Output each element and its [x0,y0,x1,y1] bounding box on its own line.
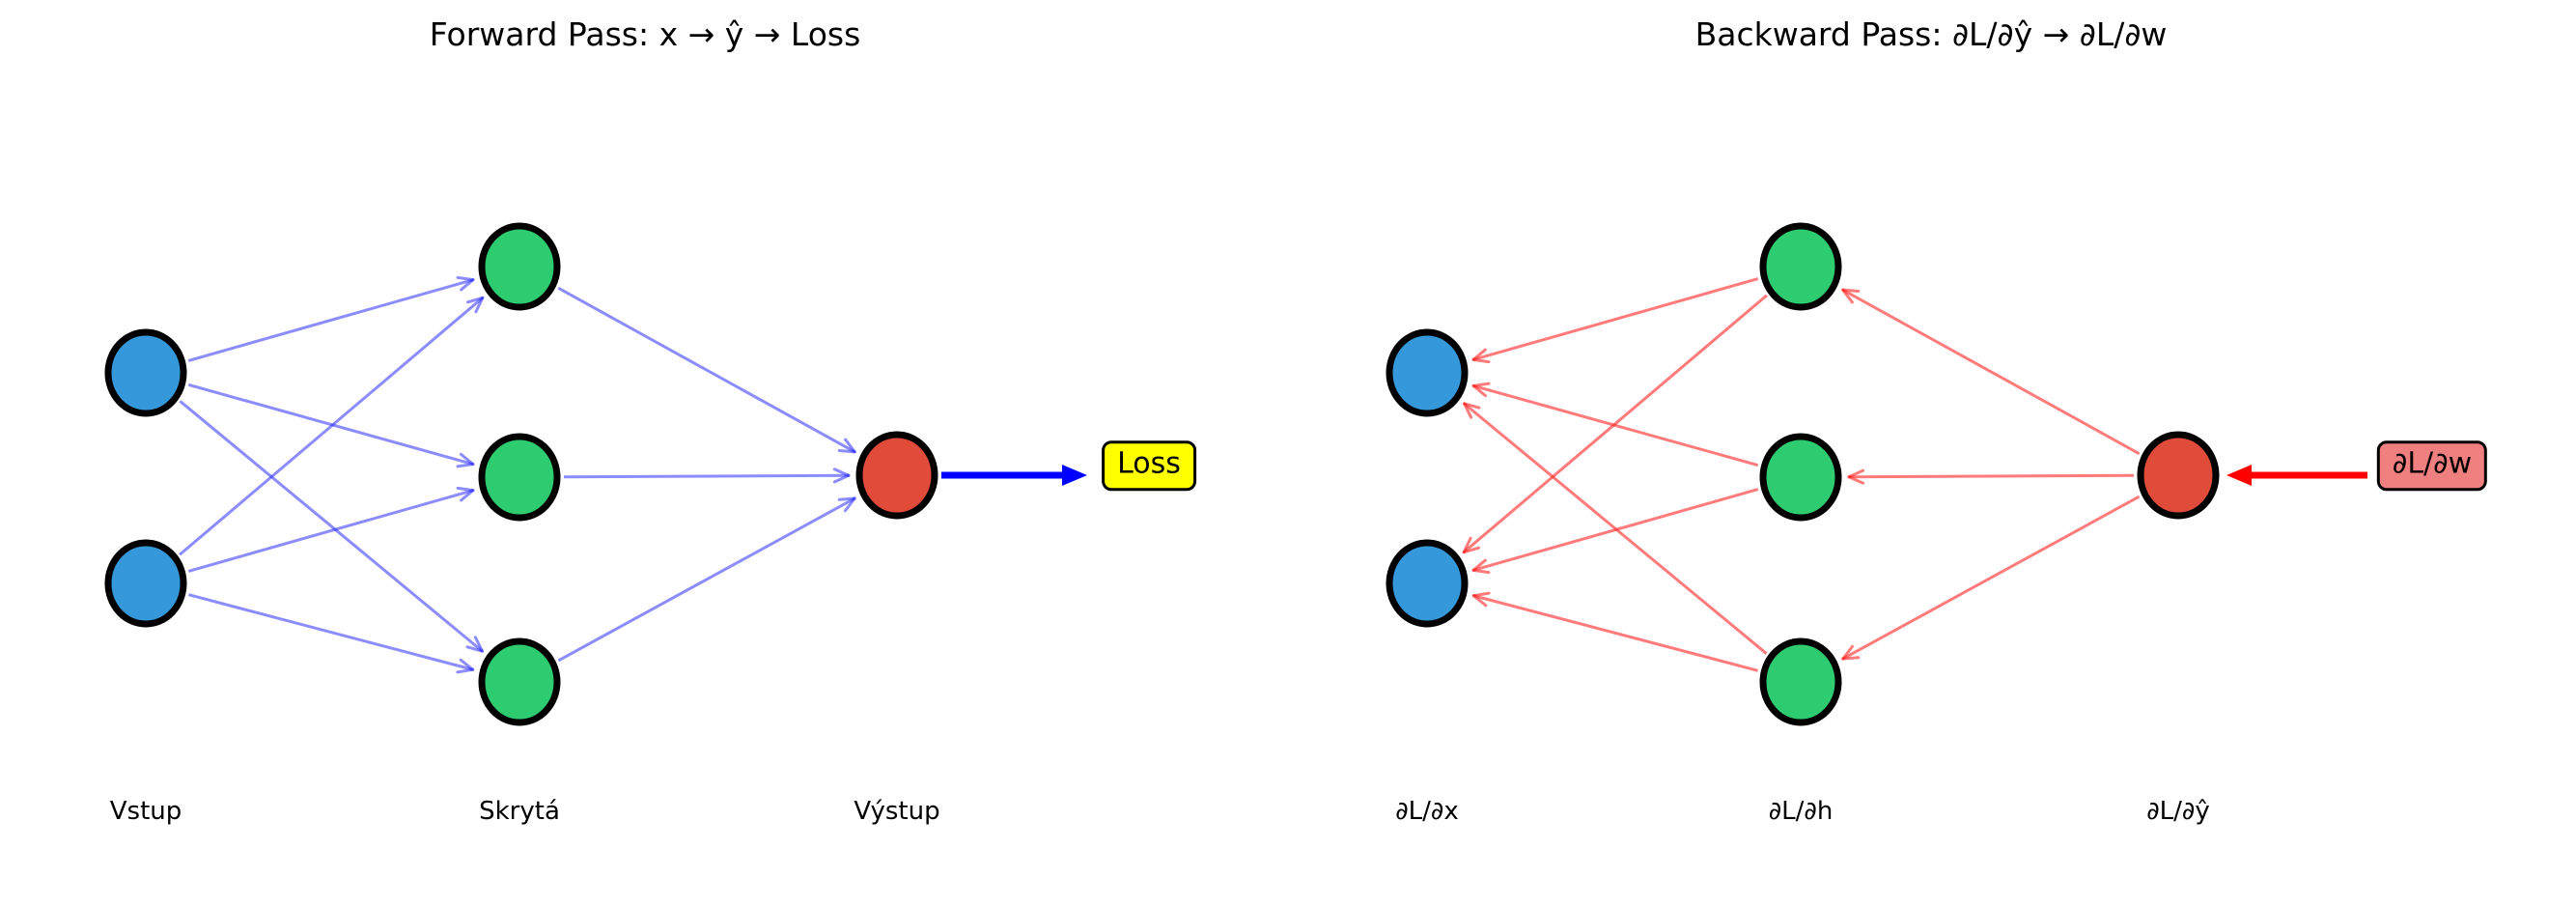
node-R-h2 [1759,433,1842,522]
node-R-i2 [1386,539,1469,628]
edge-R-h1-R-i1 [1471,277,1759,364]
edge-L-i2-L-h1 [179,296,485,556]
node-L-h2 [478,433,561,522]
label-hidden-layer: Skrytá [479,797,560,826]
loss-box: Loss [1102,440,1196,491]
edge-R-o-R-h1 [1841,288,2141,456]
edge-R-h3-R-i2 [1471,591,1758,672]
edge-L-h1-L-o [557,286,856,454]
edge-L-h2-L-o [563,467,851,484]
node-R-i1 [1386,328,1469,417]
grad-arrow-icon [2226,465,2367,486]
edge-R-o-R-h3 [1841,495,2141,661]
label-grad-input: ∂L/∂x [1395,797,1459,826]
node-L-o [855,431,938,520]
node-L-i1 [104,328,187,417]
loss-arrow-icon [941,465,1087,486]
edge-L-i1-L-h3 [179,400,484,653]
edge-R-h2-R-i1 [1471,382,1759,467]
node-L-h1 [478,222,561,311]
node-R-h3 [1759,637,1842,726]
edge-R-h2-R-i2 [1471,488,1759,575]
edge-R-h1-R-i2 [1462,294,1768,554]
forward-pass-title: Forward Pass: x → ŷ → Loss [429,15,861,53]
label-input-layer: Vstup [109,797,182,826]
node-R-o [2137,431,2220,520]
backward-pass-title: Backward Pass: ∂L/∂ŷ → ∂L/∂w [1694,15,2168,53]
edge-L-i2-L-h3 [188,593,475,674]
label-grad-output: ∂L/∂ŷ [2146,797,2210,826]
edge-L-i2-L-h2 [187,486,475,573]
grad-box: ∂L/∂w [2376,440,2488,491]
edge-L-h3-L-o [557,496,856,663]
edge-L-i1-L-h1 [187,275,475,362]
edge-R-h3-R-i1 [1463,402,1768,655]
label-output-layer: Výstup [854,797,940,826]
node-R-h1 [1759,222,1842,311]
node-L-h3 [478,637,561,726]
label-grad-hidden: ∂L/∂h [1768,797,1834,826]
edge-L-i1-L-h2 [187,382,475,468]
node-L-i2 [104,539,187,628]
edge-R-o-R-h2 [1847,468,2135,485]
